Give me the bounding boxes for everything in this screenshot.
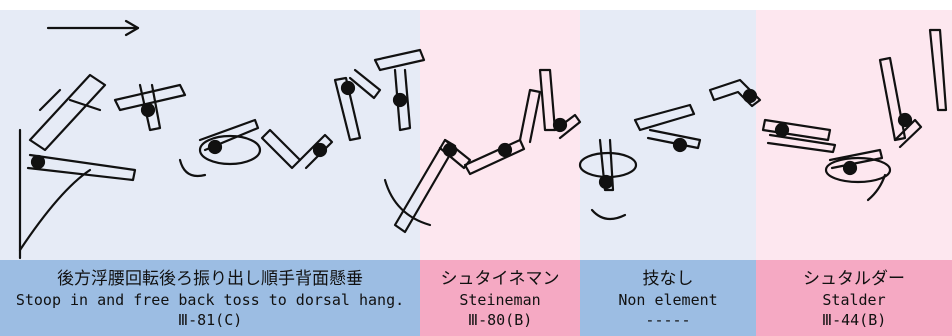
swing-path-3 <box>383 178 432 227</box>
panel-bg-1 <box>0 10 420 260</box>
skill-name-jp: シュタルダー <box>803 269 905 289</box>
label-panel-4: シュタルダー Stalder Ⅲ-44(B) <box>756 260 952 336</box>
gymnast-figure-14 <box>824 148 892 184</box>
label-panel-1: 後方浮腰回転後ろ振り出し順手背面懸垂 Stoop in and free bac… <box>0 260 420 336</box>
gymnast-figure-13 <box>761 118 837 154</box>
swing-path-4 <box>590 208 627 221</box>
gymnast-figure-6 <box>373 48 426 132</box>
skill-name-en: Steineman <box>459 291 541 309</box>
gymnast-figure-8 <box>463 88 542 176</box>
gymnast-figure-11 <box>633 103 702 153</box>
gymnast-figure-2 <box>113 83 187 132</box>
skill-name-en: Stalder <box>822 291 886 309</box>
gymnast-figure-7 <box>393 138 472 234</box>
skill-code: Ⅲ-81(C) <box>177 311 243 329</box>
skill-code: ----- <box>645 311 691 329</box>
skill-name-jp: 後方浮腰回転後ろ振り出し順手背面懸垂 <box>57 269 363 289</box>
skill-name-en: Non element <box>618 291 718 309</box>
label-panel-2: シュタイネマン Steineman Ⅲ-80(B) <box>420 260 580 336</box>
swing-path-2 <box>178 158 207 178</box>
skill-name-jp: 技なし <box>642 269 694 289</box>
gymnast-figure-4 <box>260 128 334 170</box>
skill-name-en: Stoop in and free back toss to dorsal ha… <box>15 291 405 309</box>
gymnast-figure-12 <box>708 78 762 108</box>
gymnast-figure-9 <box>538 68 582 140</box>
skill-name-jp: シュタイネマン <box>440 269 560 289</box>
gymnast-figure-16 <box>928 28 948 112</box>
swing-path-1 <box>18 168 92 252</box>
skill-code: Ⅲ-80(B) <box>467 311 533 329</box>
gymnast-figure-3 <box>198 118 262 166</box>
gymnast-figure-5 <box>333 68 382 142</box>
panel-bg-2 <box>420 10 580 260</box>
gymnast-figure-15 <box>878 56 923 149</box>
skill-code: Ⅲ-44(B) <box>821 311 887 329</box>
gymnast-figure-1 <box>26 73 137 182</box>
label-panel-3: 技なし Non element ----- <box>580 260 756 336</box>
gymnast-figure-10 <box>578 138 638 192</box>
direction-arrow-icon <box>46 19 140 37</box>
